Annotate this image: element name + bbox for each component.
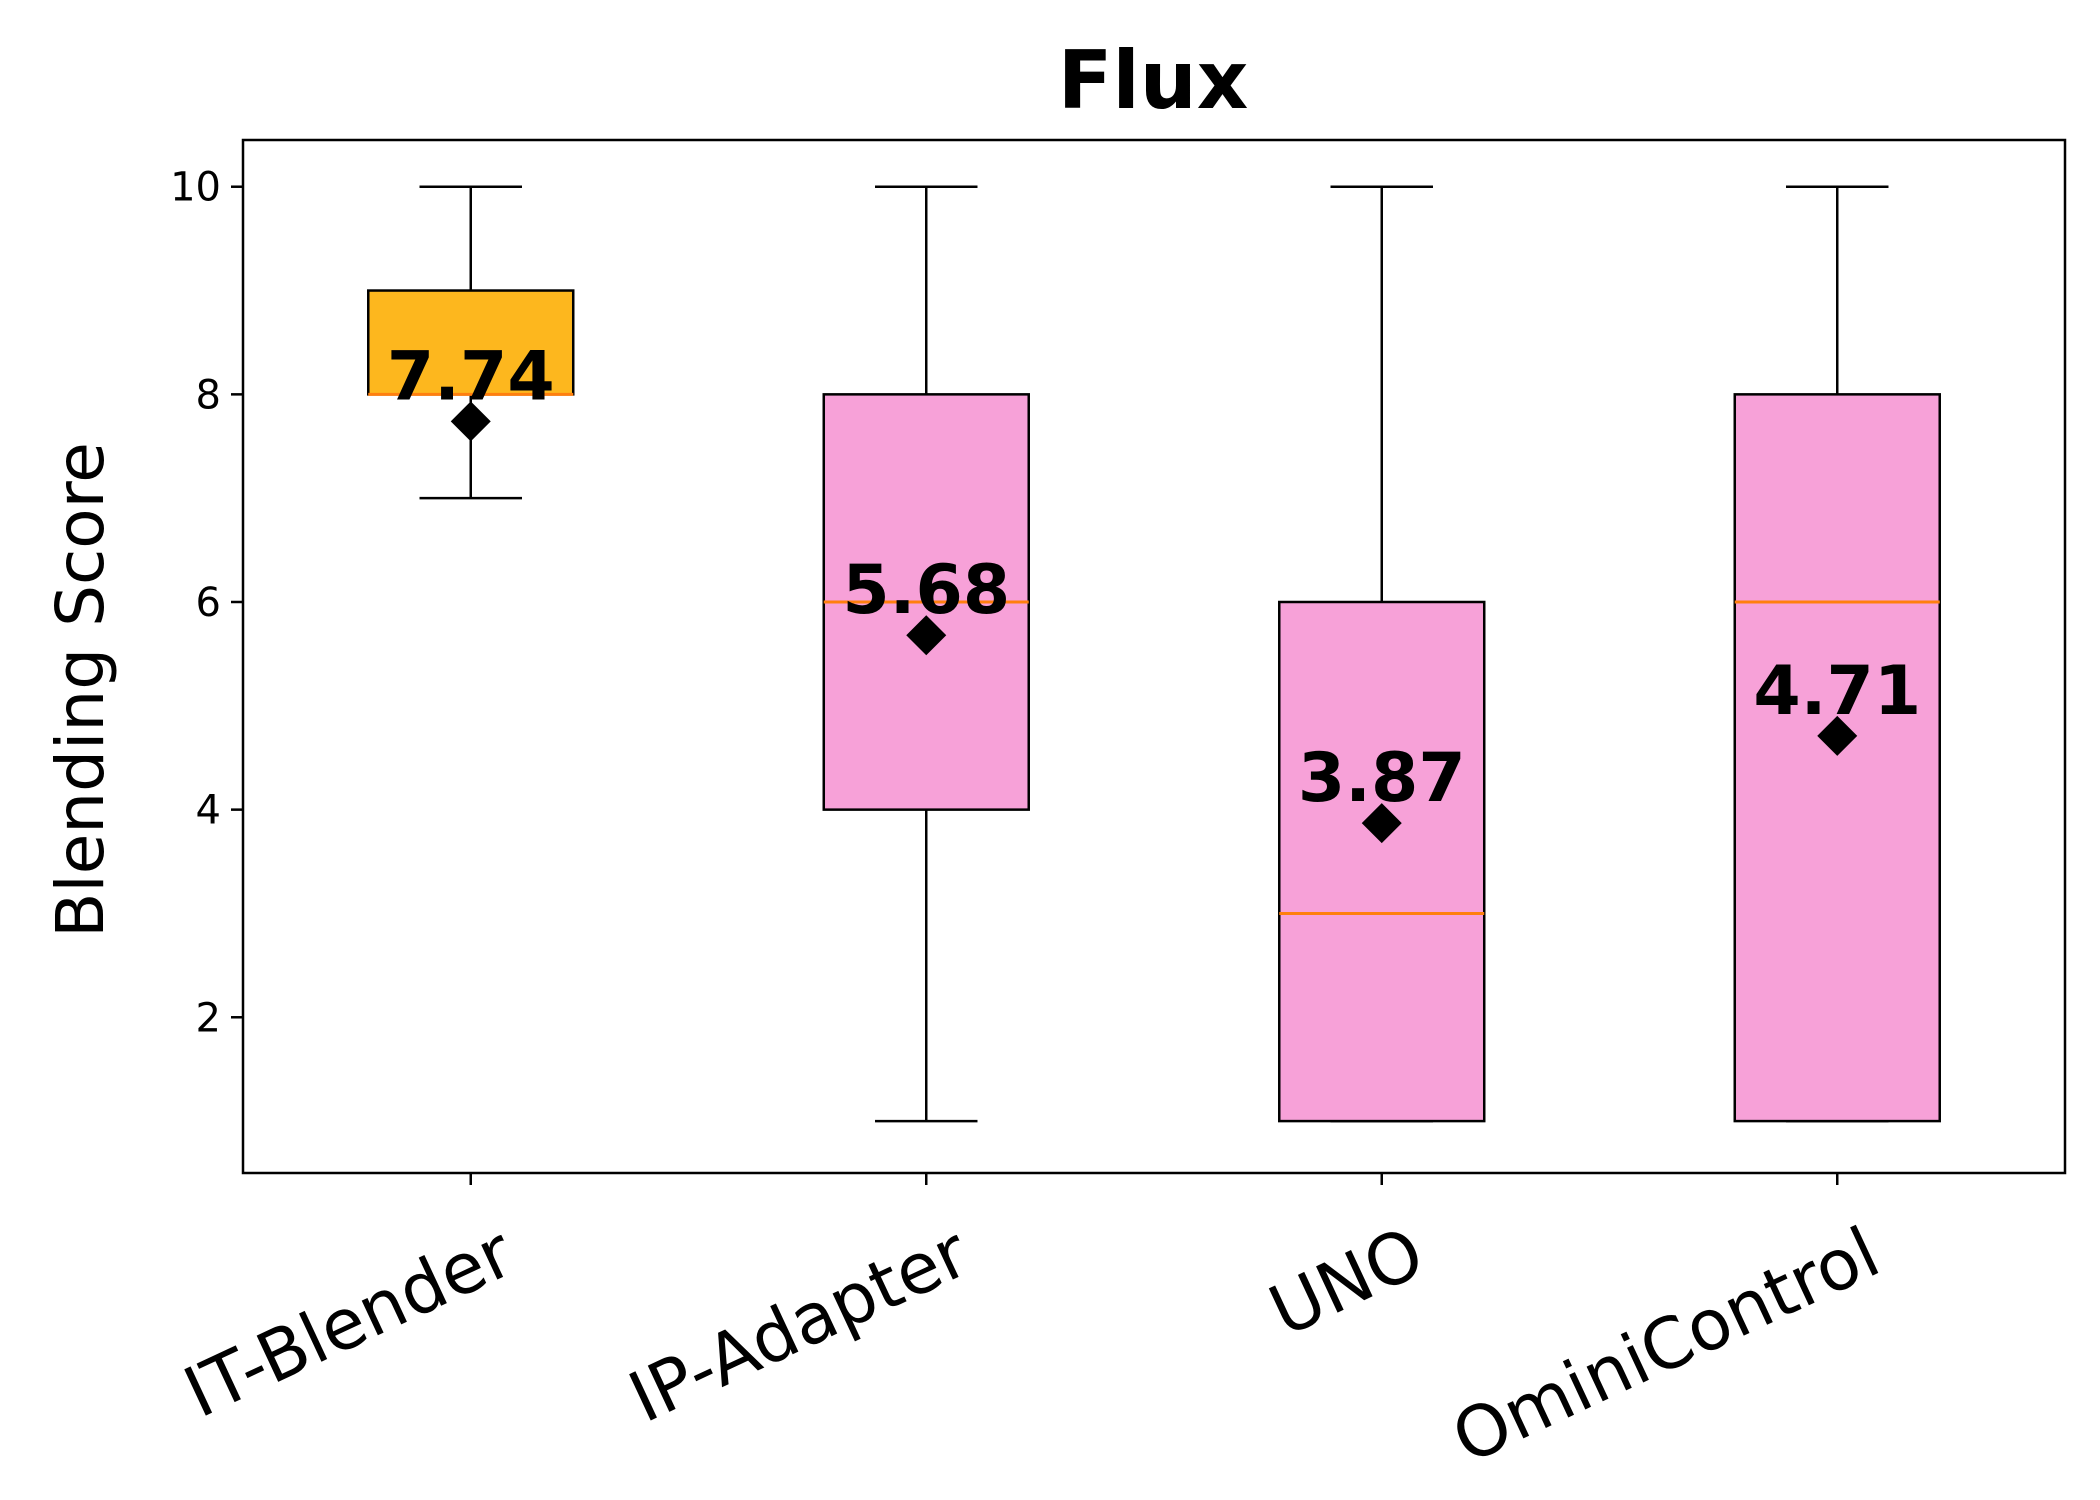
x-tick-label: IT-Blender (172, 1211, 525, 1434)
y-tick-label: 4 (196, 788, 221, 834)
mean-marker (1817, 715, 1858, 756)
box-ominicontrol (1733, 393, 1941, 1123)
x-tick-label: UNO (1257, 1211, 1435, 1352)
box-it-blender (367, 289, 575, 396)
box-uno (1278, 600, 1486, 1123)
plot-frame (241, 138, 2067, 1175)
y-axis-label: Blending Score (42, 442, 119, 938)
mean-marker (906, 615, 947, 656)
y-tick-label: 2 (196, 995, 221, 1041)
y-tick-label: 8 (196, 372, 221, 418)
x-tick-label: IP-Adapter (617, 1211, 981, 1439)
mean-label: 7.74 (387, 337, 555, 416)
x-tick-label: OminiControl (1440, 1211, 1891, 1480)
y-tick-label: 6 (196, 580, 221, 626)
mean-label: 4.71 (1753, 652, 1921, 731)
mean-marker (450, 401, 491, 442)
y-tick-label: 10 (170, 165, 221, 211)
mean-label: 5.68 (842, 551, 1010, 630)
mean-marker (1361, 803, 1402, 844)
mean-label: 3.87 (1298, 739, 1466, 818)
chart-title: Flux (1058, 34, 1249, 127)
